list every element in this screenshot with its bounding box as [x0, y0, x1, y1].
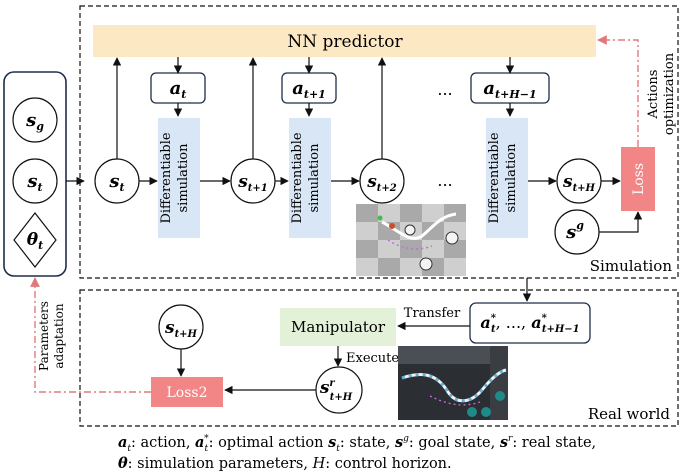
current-state-label: st: [26, 171, 42, 194]
diff-sim-block-3: [486, 118, 528, 238]
manipulator-label: Manipulator: [291, 318, 386, 336]
loss-label: Loss: [631, 163, 647, 195]
simulation-label: Simulation: [590, 257, 673, 275]
simulation-thumbnail: [356, 204, 466, 276]
real-world-thumbnail: [398, 346, 508, 420]
diff-sim-block-2: [289, 118, 331, 238]
diff-sim-block-1: [158, 118, 200, 238]
real-world-label: Real world: [588, 405, 671, 423]
state-label-t: st: [108, 171, 124, 194]
action-label-t: at: [170, 78, 187, 101]
execute-label: Execute: [346, 351, 399, 366]
real-world-region: [79, 289, 679, 427]
manipulator-block: [280, 308, 396, 346]
loss2-label: Loss2: [166, 385, 207, 401]
parameter-diamond: [13, 212, 57, 268]
goal-state-label: sg: [25, 110, 44, 133]
actions-optimization-feedback: [597, 35, 639, 147]
goal-state-sim-node: [554, 209, 600, 255]
parameter-label: θt: [27, 230, 43, 252]
loss2-block: [151, 377, 223, 407]
parameters-adaptation-label: Parametersadaptation: [37, 301, 66, 371]
current-state-node: [12, 158, 58, 204]
input-panel: [3, 71, 67, 277]
simulation-region: [79, 5, 679, 279]
state-label-t1: st+1: [237, 172, 268, 194]
ellipsis-top: ...: [437, 80, 452, 99]
action-label-t1: at+1: [292, 78, 326, 101]
nn-predictor-label: NN predictor: [287, 32, 403, 52]
actions-optimization-label: Actionsoptimization: [646, 52, 677, 135]
state-label-t2: st+2: [366, 172, 397, 194]
sim-predicted-state-label: st+H: [164, 318, 198, 340]
loss-block: [621, 147, 655, 211]
parameters-adaptation-feedback: [30, 277, 151, 393]
caption-line-1: at: action, at*: optimal action st: stat…: [118, 434, 596, 454]
nn-predictor-bar: [93, 25, 596, 57]
ellipsis-middle: ...: [437, 171, 452, 190]
optimal-actions-box: [469, 302, 591, 344]
caption-line-2: θ: simulation parameters, H: control hor…: [118, 455, 452, 472]
transfer-label: Transfer: [404, 306, 461, 321]
action-label-tH: at+H−1: [483, 78, 536, 101]
state-label-tH: st+H: [562, 172, 596, 194]
optimal-actions-label: a*t, ..., a*t+H−1: [480, 313, 579, 335]
goal-state-sim-label: sg: [565, 219, 584, 243]
goal-state-node: [12, 97, 58, 143]
